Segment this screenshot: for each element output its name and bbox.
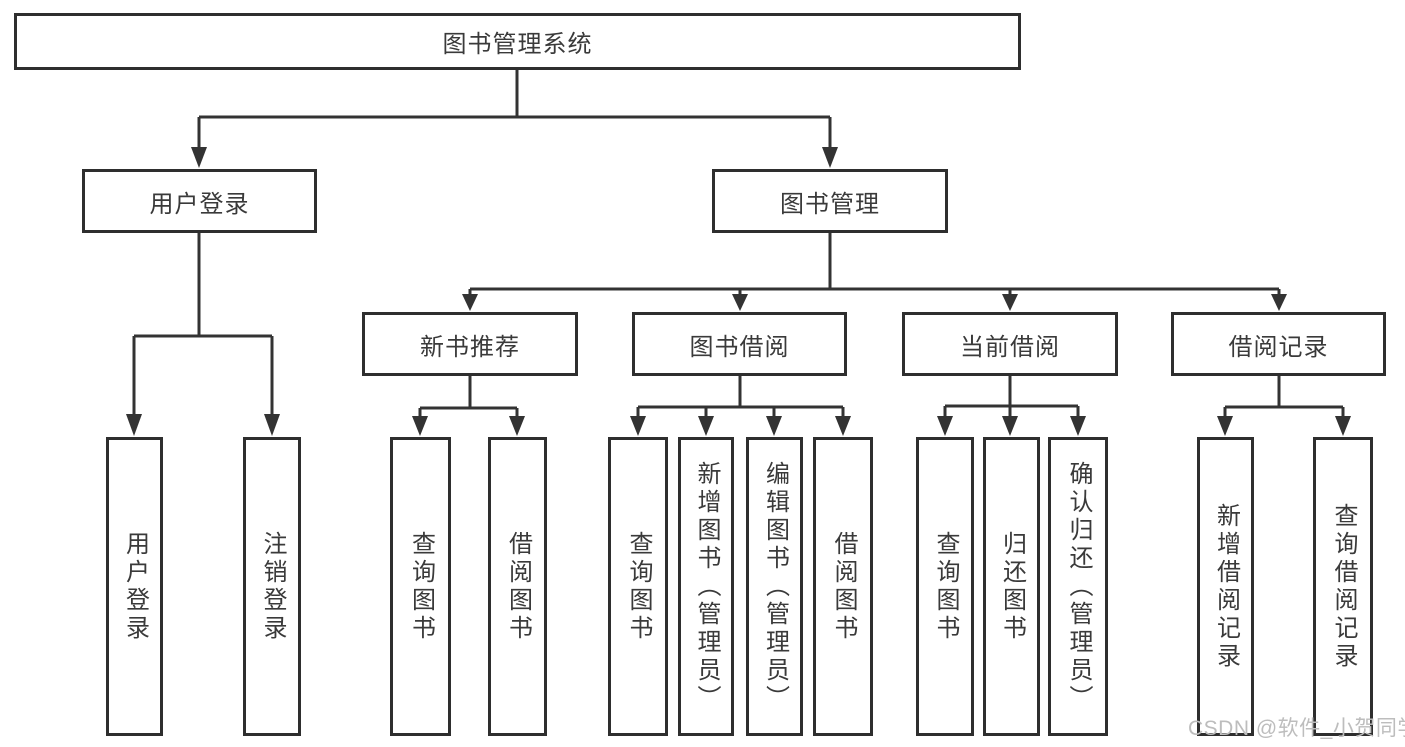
leaf-logout: 注销登录 [243,437,301,736]
arrow-down-icon [191,147,207,168]
node-root-system: 图书管理系统 [14,13,1021,70]
leaf-borrow-books-2: 借阅图书 [813,437,873,736]
leaf-confirm-return-admin: 确认归还（管理员） [1048,437,1108,736]
arrow-down-icon [698,416,714,436]
leaf-borrow-books-1: 借阅图书 [488,437,547,736]
node-new-book-recommend: 新书推荐 [362,312,578,376]
node-current-borrowing: 当前借阅 [902,312,1118,376]
leaf-query-borrow-record: 查询借阅记录 [1313,437,1373,736]
leaf-return-book: 归还图书 [983,437,1040,736]
arrow-down-icon [126,414,142,436]
node-book-borrowing: 图书借阅 [632,312,847,376]
arrow-down-icon [1070,416,1086,436]
node-borrowing-records: 借阅记录 [1171,312,1386,376]
leaf-query-books-1: 查询图书 [390,437,451,736]
arrow-down-icon [462,294,478,311]
arrow-down-icon [732,294,748,311]
leaf-edit-book-admin: 编辑图书（管理员） [746,437,803,736]
node-user-login: 用户登录 [82,169,317,233]
leaf-query-books-2: 查询图书 [608,437,668,736]
leaf-add-book-admin: 新增图书（管理员） [678,437,734,736]
arrow-down-icon [1002,416,1018,436]
arrow-down-icon [1271,294,1287,311]
arrow-down-icon [1217,416,1233,436]
arrow-down-icon [937,416,953,436]
arrow-down-icon [630,416,646,436]
arrow-down-icon [412,416,428,436]
connector-paths [132,70,1345,419]
arrow-down-icon [822,147,838,168]
arrowhead-icons [126,147,1351,436]
arrow-down-icon [1335,416,1351,436]
arrow-down-icon [1002,294,1018,311]
leaf-add-borrow-record: 新增借阅记录 [1197,437,1254,736]
csdn-watermark: CSDN @软件_小贺同学 [1188,717,1405,740]
arrow-down-icon [835,416,851,436]
leaf-query-books-3: 查询图书 [916,437,974,736]
arrow-down-icon [509,416,525,436]
leaf-user-login: 用户登录 [106,437,163,736]
node-book-management: 图书管理 [712,169,948,233]
arrow-down-icon [766,416,782,436]
arrow-down-icon [264,414,280,436]
